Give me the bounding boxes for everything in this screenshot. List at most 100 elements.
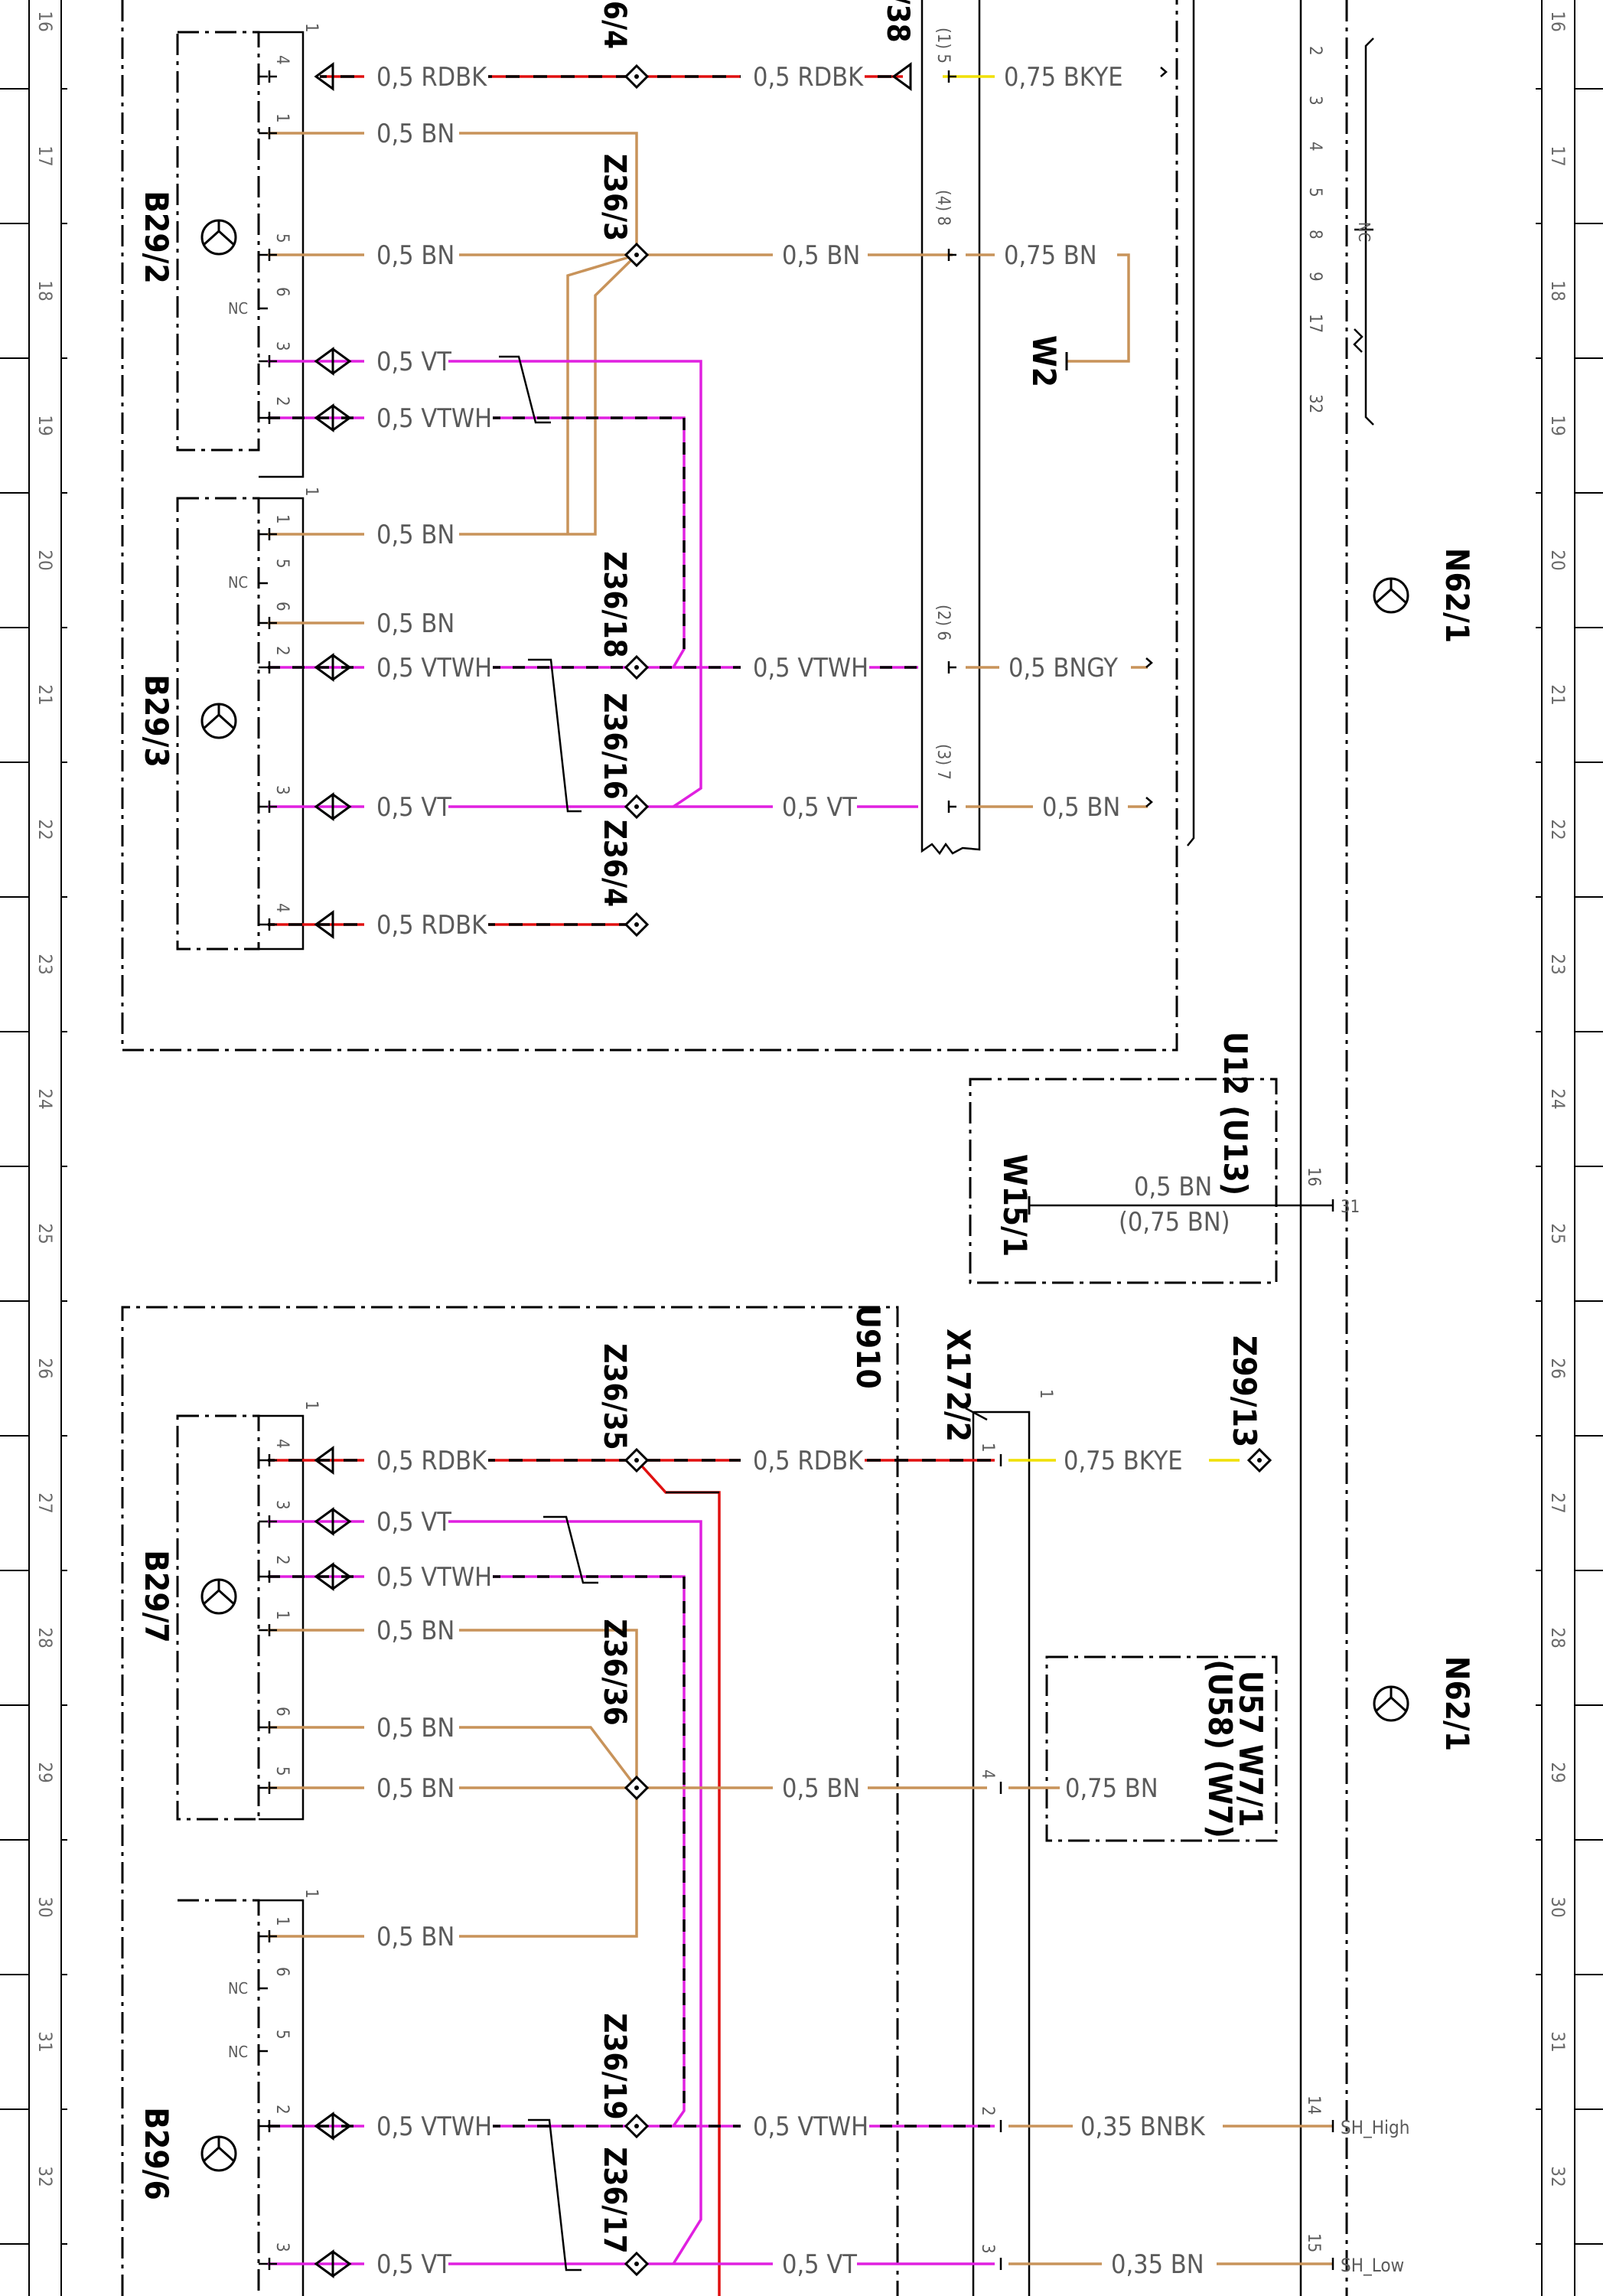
b29-7-housing: [176, 1414, 260, 1821]
wire-label: 0,5 VTWH: [753, 2112, 868, 2142]
label-z36-16: Z36/16: [597, 693, 632, 799]
x172-2-connector-body: [972, 1411, 1031, 2296]
arrow-b29-3-p2: [314, 653, 352, 682]
pin-label: 3: [272, 785, 292, 795]
sensor-icon-b29-7: [200, 1578, 237, 1615]
pin-label: 4: [272, 903, 292, 913]
wire-label: 0,75 BKYE: [1004, 62, 1123, 93]
pin-label: 1: [301, 1889, 321, 1899]
nc-label: NC: [228, 2043, 248, 2061]
grid-row-label: 16: [34, 11, 56, 31]
pin-label: 2: [272, 646, 292, 656]
wire-label: 0,5 VT: [376, 792, 451, 823]
pin-label: 1: [301, 487, 321, 497]
x38-connector-body: [920, 0, 981, 856]
pin-label: 4: [272, 55, 292, 65]
wire-label: 0,5 RDBK: [753, 62, 864, 93]
sensor-icon-b29-6: [200, 2135, 237, 2172]
label-b29-6: B29/6: [138, 2107, 175, 2200]
arrow-b29-2-p2: [314, 403, 352, 432]
label-w2: W2: [1025, 335, 1063, 387]
wire-label: 0,5 BN: [1042, 792, 1120, 823]
grid-row-label: 21: [34, 684, 56, 705]
label-z99-13: Z99/13: [1226, 1336, 1263, 1447]
label-n62-1-top: N62/1: [1438, 548, 1476, 643]
b29-2-housing: [176, 31, 260, 452]
pin-label: 1: [272, 1916, 292, 1926]
label-n62-1-bottom: N62/1: [1438, 1656, 1476, 1751]
grid-row-label: 20: [34, 550, 56, 570]
wire-label: 0,5 BN: [782, 240, 860, 271]
wire-label: 0,75 BN: [1065, 1773, 1158, 1804]
pin-label: 1: [301, 1401, 321, 1411]
sensor-icon-b29-3: [200, 703, 237, 739]
wire-label: 0,5 VTWH: [376, 2112, 492, 2142]
grid-row-label: 17: [34, 145, 56, 166]
n62-pin-label: 8: [1305, 230, 1324, 240]
pin-label: 4: [272, 1439, 292, 1449]
wire-label: 0,5 BN: [376, 1773, 455, 1804]
label-x172-2: X172/2: [940, 1329, 977, 1442]
wire-label: 0,5 VTWH: [376, 653, 492, 683]
n62-pin-label: 4: [1305, 142, 1324, 152]
pin-labels: 1 4 1 5 6 NC 3 2 1 1 5 NC 6 2 3 4 (1) 5 …: [228, 23, 1409, 2276]
wire-label: 0,5 VTWH: [753, 653, 868, 683]
grid-row-label: 26: [1547, 1358, 1569, 1378]
label-z36-4-top: 36/4: [597, 0, 632, 49]
pin-label: 4: [978, 1769, 997, 1779]
pin-label: 6: [272, 287, 292, 297]
grid-row-label: 18: [1547, 280, 1569, 301]
grid-row-label: 22: [34, 819, 56, 840]
wire-label: 0,5 BNGY: [1008, 653, 1118, 683]
n62-pin-label: 32: [1305, 394, 1324, 413]
splices: [624, 64, 1272, 2277]
grid-row-label: 20: [1547, 550, 1569, 570]
arrow-b29-7-p2: [314, 1562, 352, 1591]
pin-label: 3: [272, 2242, 292, 2252]
b29-6-housing: [178, 1899, 260, 2296]
pin-label: 1: [272, 1610, 292, 1620]
label-z36-35: Z36/35: [597, 1343, 632, 1450]
label-z36-19: Z36/19: [597, 2013, 632, 2119]
pin-label: 2: [272, 1555, 292, 1565]
grid-row-label: 30: [1547, 1896, 1569, 1917]
grid-row-label: 27: [34, 1492, 56, 1513]
pin-label: (2) 6: [933, 605, 953, 641]
pin-label: 1: [272, 514, 292, 524]
pin-label: 3: [978, 2244, 997, 2254]
upper-module-housing: [121, 0, 1178, 1052]
u57-housing: [1045, 1655, 1278, 1842]
arrow-b29-6-p2: [314, 2112, 352, 2141]
grid-row-label: 21: [1547, 684, 1569, 705]
wire-label: 0,75 BKYE: [1064, 1446, 1183, 1476]
wire-label: 0,5 BN: [376, 1616, 455, 1646]
pin-label: 3: [272, 341, 292, 351]
grid-row-label: 24: [34, 1088, 56, 1109]
wire-label: 0,35 BN: [1111, 2249, 1204, 2280]
grid-row-label: 23: [1547, 954, 1569, 974]
grid-row-label: 23: [34, 954, 56, 974]
n62-pin-label: 3: [1305, 96, 1324, 106]
signal-label-sh-high: SH_High: [1341, 2117, 1409, 2138]
label-z36-3: Z36/3: [597, 154, 632, 241]
grid-row-label: 32: [34, 2166, 56, 2187]
arrow-b29-3-p4: [314, 910, 334, 939]
arrow-b29-7-p3: [314, 1507, 352, 1536]
pin-label: 1: [1036, 1389, 1055, 1399]
wire-label: 0,5 RDBK: [376, 62, 487, 93]
sensor-symbols: [200, 219, 1409, 2172]
grid-row-label: 25: [1547, 1223, 1569, 1244]
wire-label: (0,75 BN): [1119, 1207, 1230, 1238]
wire-label: 0,5 BN: [782, 1773, 860, 1804]
n62-nc-bracket: [1353, 38, 1374, 426]
grid-row-label: 19: [1547, 415, 1569, 435]
pin-arrows: [314, 62, 1068, 2278]
label-w15-1: W15/1: [996, 1154, 1034, 1257]
wire-label: 0,35 BNBK: [1080, 2112, 1206, 2142]
wire-label: 0,5 VT: [376, 347, 451, 377]
nc-label: NC: [228, 1979, 248, 1998]
pin-label: 3: [272, 1500, 292, 1510]
wire-label: 0,5 BN: [376, 240, 455, 271]
pin-label: 2: [978, 2106, 997, 2116]
